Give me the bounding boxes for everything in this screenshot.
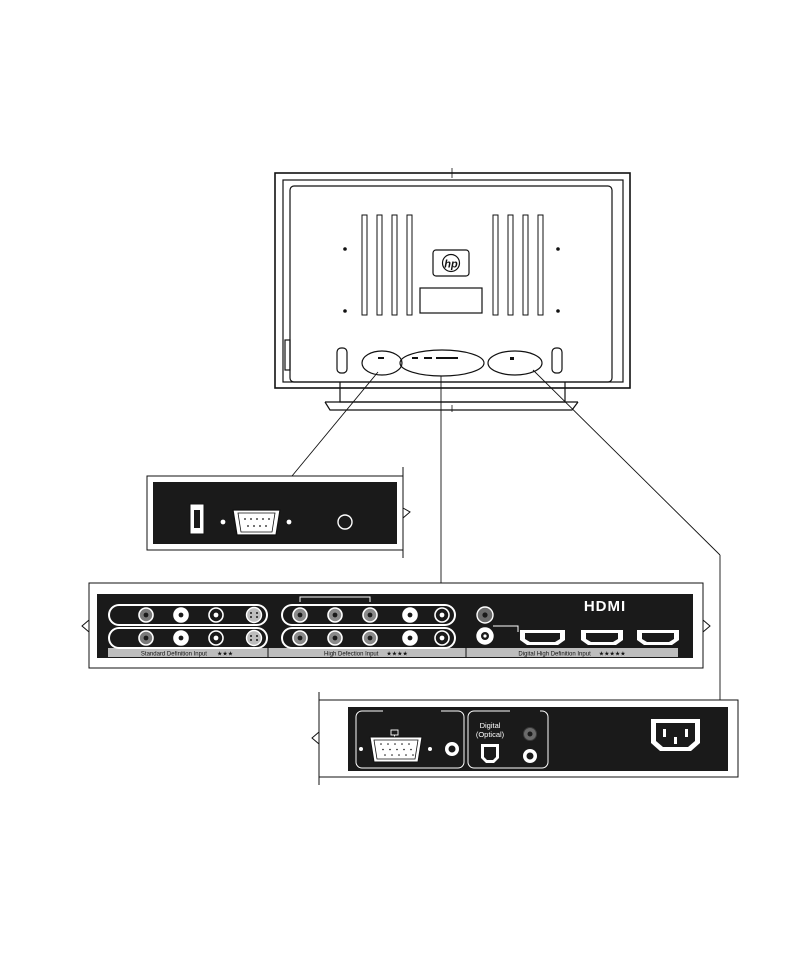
tv-port-marks — [378, 357, 514, 360]
tv-vents-left — [362, 215, 412, 315]
hd-input-label: High Defection Input★★★★ — [324, 651, 408, 658]
panel-middle: HDMI Standard Definition Input★★★ High D… — [82, 583, 710, 668]
dhd-input-label: Digital High Definition Input★★★★★ — [518, 651, 625, 658]
tv-stand — [325, 382, 578, 410]
tv-side-tab — [285, 340, 290, 370]
panel-middle-break-right — [703, 583, 710, 668]
hdmi-logo: HDMI — [584, 598, 626, 615]
tv-screws — [343, 247, 560, 313]
tv-slot-left — [337, 348, 347, 373]
tv-slot-right — [552, 348, 562, 373]
optical-label-line1: Digital — [480, 721, 501, 730]
panel-left — [147, 467, 410, 558]
panel-left-break — [403, 467, 410, 558]
rs232-port — [233, 510, 280, 535]
tv-back-view — [275, 168, 630, 412]
ir-jack — [338, 515, 352, 529]
optical-jack-top — [524, 728, 537, 741]
hp-logo: hp — [443, 255, 460, 272]
rs232-screw-right — [287, 520, 292, 525]
pc-audio-jack — [445, 742, 459, 756]
callout-ellipse-middle — [400, 350, 484, 376]
sd-input-label: Standard Definition Input★★★ — [141, 651, 233, 658]
hdmi-port-2 — [581, 630, 623, 645]
tv-vents-right — [493, 215, 543, 315]
tv-label-plate — [420, 288, 482, 313]
hd-connectors — [281, 597, 456, 649]
power-inlet — [651, 719, 700, 751]
tv-inner-frame — [283, 180, 623, 382]
hp-logo-text: hp — [444, 259, 458, 271]
hdmi-port-3 — [637, 630, 679, 645]
panel-right: Digital (Optical) — [312, 692, 738, 785]
panel-middle-break-left — [82, 583, 89, 668]
optical-port — [481, 744, 499, 763]
hdmi-port-1 — [520, 630, 565, 645]
tv-back-panel — [290, 186, 612, 382]
optical-label-line2: (Optical) — [476, 730, 505, 739]
rs232-screw-left — [221, 520, 226, 525]
optical-jack-bottom — [523, 749, 537, 763]
callout-ellipse-left — [362, 351, 402, 375]
usb-port — [190, 504, 204, 534]
panel-right-break — [312, 692, 319, 785]
tv-outer-frame — [275, 173, 630, 388]
